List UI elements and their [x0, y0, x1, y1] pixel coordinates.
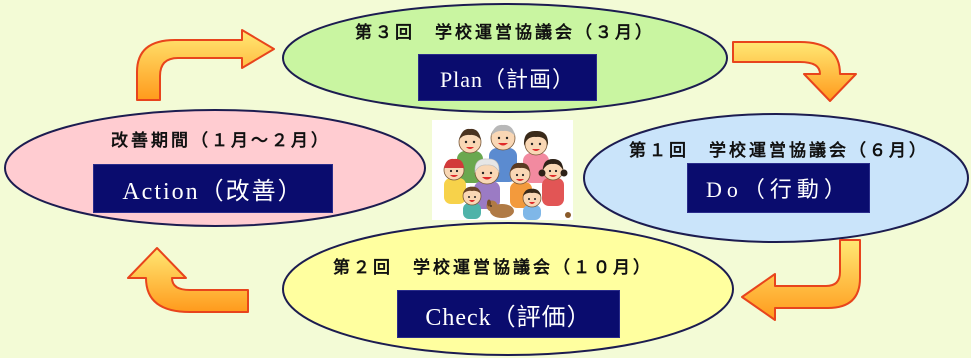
plan-meeting-label: 第３回 学校運営協議会（３月） [355, 23, 655, 43]
arrow-check-to-action-icon [127, 247, 249, 313]
person-figure [538, 159, 568, 206]
person-figure [443, 158, 466, 204]
plan-stage-box: Plan（計画） [418, 54, 597, 101]
person-figure [522, 188, 542, 220]
check-ellipse [282, 222, 734, 356]
do-stage-box: Do（行動） [687, 163, 870, 213]
check-meeting-label: 第２回 学校運営協議会（１０月） [333, 258, 653, 278]
action-meeting-label: 改善期間（１月～２月） [111, 131, 331, 151]
family-illustration [432, 120, 573, 220]
person-figure [462, 186, 482, 219]
dog-figure [486, 199, 514, 218]
arrow-do-to-check-icon [741, 239, 861, 321]
arrow-action-to-plan-icon [136, 29, 275, 101]
arrow-plan-to-do-icon [732, 41, 857, 102]
do-meeting-label: 第１回 学校運営協議会（６月） [629, 141, 929, 161]
small-mark [565, 212, 571, 218]
family-group-icon [432, 120, 573, 220]
action-stage-box: Action（改善） [93, 164, 333, 213]
check-stage-box: Check（評価） [397, 290, 620, 338]
